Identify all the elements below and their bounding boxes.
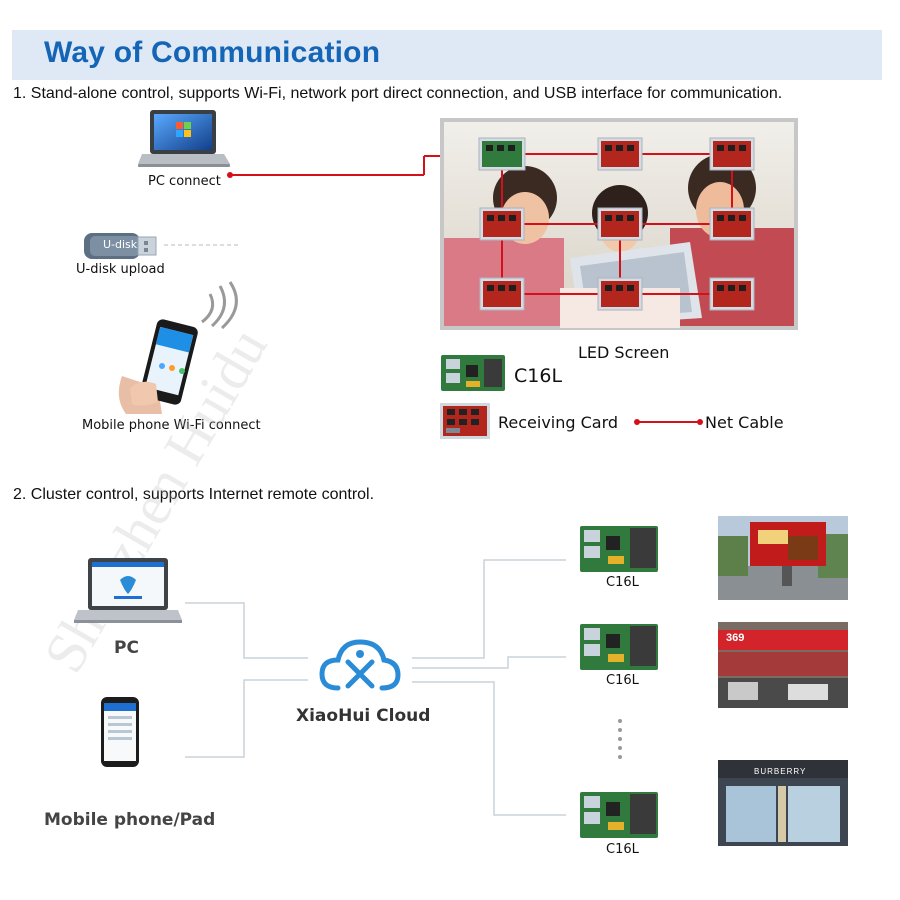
laptop-icon xyxy=(138,110,230,167)
controller-board-2 xyxy=(580,624,658,670)
receiving-card xyxy=(479,277,525,311)
cloud-label: XiaoHui Cloud xyxy=(296,706,431,726)
led-screen-label: LED Screen xyxy=(578,343,670,362)
receiving-card xyxy=(709,137,755,171)
receiving-card xyxy=(597,207,643,241)
receiving-card xyxy=(479,207,525,241)
controller-board-1 xyxy=(580,526,658,572)
more-controllers-dots xyxy=(618,719,622,759)
wifi-waves-icon xyxy=(201,281,238,330)
mobile-wifi-label: Mobile phone Wi-Fi connect xyxy=(82,418,261,433)
receiving-card-icon xyxy=(440,403,490,439)
c16l-controller-card xyxy=(478,137,526,171)
receiving-card xyxy=(709,277,755,311)
usb-stick-icon xyxy=(84,233,157,259)
controller-board-3 xyxy=(580,792,658,838)
page-title: Way of Communication xyxy=(44,36,381,69)
street-led-sign-photo xyxy=(718,622,848,708)
laptop-icon-pc xyxy=(74,558,182,623)
receiving-card-grid xyxy=(478,137,755,311)
legend-c16l-label: C16L xyxy=(514,365,563,387)
receiving-card xyxy=(709,207,755,241)
storefront-sign-text: BURBERRY xyxy=(754,767,807,776)
legend-net-cable-label: Net Cable xyxy=(705,413,784,432)
title-banner xyxy=(12,30,882,80)
legend-net-cable-line xyxy=(634,419,703,425)
controller-label-1: C16L xyxy=(606,575,639,590)
udisk-stick-text: U-disk xyxy=(103,238,138,251)
controller-label-2: C16L xyxy=(606,673,639,688)
controller-label-3: C16L xyxy=(606,842,639,857)
pc-label: PC xyxy=(114,638,139,658)
section2-description: 2. Cluster control, supports Internet re… xyxy=(13,486,375,503)
smartphone-icon xyxy=(118,319,198,414)
controller-board-icon xyxy=(441,355,505,391)
mobile-pad-label: Mobile phone/Pad xyxy=(44,810,216,830)
legend-receiving-card-label: Receiving Card xyxy=(498,413,619,432)
led-screen-photo xyxy=(440,118,798,330)
outdoor-led-billboard-photo xyxy=(718,516,848,600)
udisk-dashed-link xyxy=(164,244,240,246)
pc-connect-label: PC connect xyxy=(148,174,221,189)
smartphone-icon-pad xyxy=(101,697,139,767)
udisk-upload-label: U-disk upload xyxy=(76,262,165,277)
billboard-sign-text: 369 xyxy=(726,632,745,644)
receiving-card xyxy=(597,137,643,171)
storefront-led-photo xyxy=(718,760,848,846)
cloud-icon xyxy=(319,639,401,691)
receiving-card xyxy=(597,277,643,311)
section1-description: 1. Stand-alone control, supports Wi-Fi, … xyxy=(13,85,783,102)
